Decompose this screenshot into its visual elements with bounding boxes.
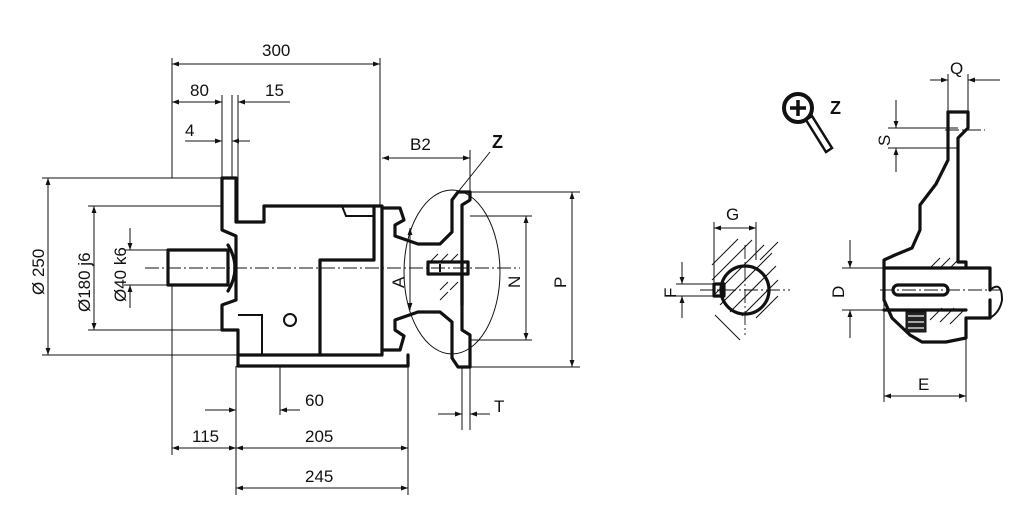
dim-15: 15 — [265, 81, 284, 100]
detail-flange — [946, 110, 992, 292]
magnifier-icon — [782, 92, 834, 154]
label-d: D — [829, 286, 848, 298]
detail-z-view: D E S Q — [829, 59, 1004, 402]
dim-dia-250: Ø 250 — [29, 249, 48, 295]
detail-shaft-break — [989, 285, 1004, 319]
main-view-dimensions: 300 80 15 4 Ø 250 Ø180 j6 Ø40 k6 B2 — [29, 41, 580, 495]
label-g: G — [726, 205, 739, 224]
label-q: Q — [950, 59, 963, 78]
label-f: F — [661, 288, 680, 298]
dim-4: 4 — [185, 121, 194, 140]
input-shaft — [166, 248, 230, 287]
gearbox-side-view — [145, 176, 520, 369]
dim-115: 115 — [192, 427, 219, 446]
dim-300: 300 — [262, 41, 290, 60]
shaft-cross-section: G F — [661, 205, 790, 341]
gear-housing — [318, 204, 384, 357]
detail-z-title: Z — [830, 98, 841, 118]
label-z: Z — [492, 132, 503, 152]
dim-60: 60 — [305, 391, 324, 410]
output-hatch — [429, 253, 459, 301]
dim-80: 80 — [190, 81, 209, 100]
output-shaft-key — [426, 260, 470, 276]
dim-dia-180: Ø180 j6 — [75, 252, 94, 312]
flange-step — [238, 314, 263, 355]
keyway-slot — [712, 282, 726, 298]
vent-plug — [283, 313, 297, 327]
label-s: S — [875, 135, 894, 146]
detail-key-slot — [891, 283, 950, 297]
housing-top-step — [341, 205, 374, 217]
dim-245: 245 — [305, 467, 333, 486]
label-e: E — [918, 375, 929, 394]
shaft-bore-circle — [719, 264, 771, 316]
detail-housing — [882, 110, 992, 344]
label-p: P — [551, 277, 570, 288]
label-a: A — [389, 276, 408, 288]
detail-z-outline — [403, 189, 501, 355]
label-n: N — [505, 276, 524, 288]
dim-205: 205 — [305, 427, 333, 446]
dim-dia-40: Ø40 k6 — [111, 247, 130, 302]
dim-b2: B2 — [410, 135, 431, 154]
detail-hatch — [929, 257, 965, 325]
base-plate — [236, 353, 410, 368]
motor-flange-housing — [220, 176, 376, 357]
label-t: T — [494, 397, 504, 416]
